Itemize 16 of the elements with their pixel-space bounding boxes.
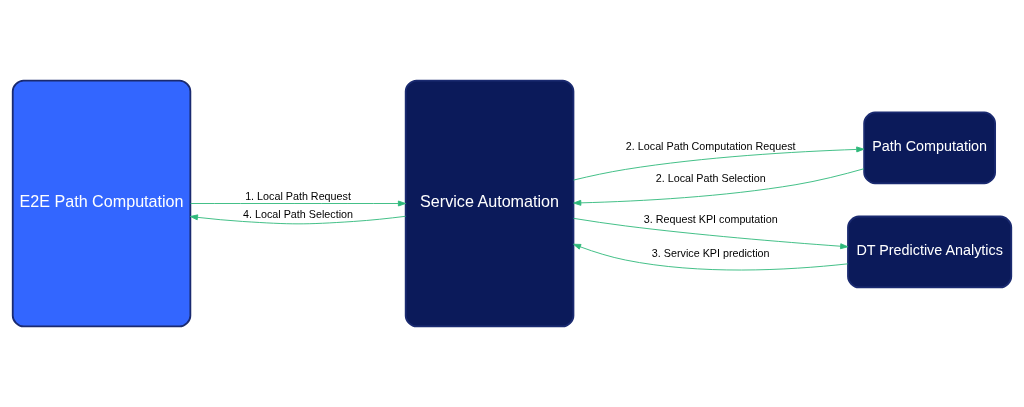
edge-label: 1. Local Path Request [245, 190, 351, 203]
edge-label: 3. Request KPI computation [643, 212, 778, 225]
arrow [190, 200, 406, 207]
arrow [573, 146, 865, 181]
node-box: Service Automation [404, 79, 575, 328]
arrow [573, 168, 865, 206]
edge-label: 4. Local Path Selection [243, 208, 354, 221]
arrow [573, 243, 849, 271]
edge-label: 2. Local Path Selection [655, 171, 766, 184]
arrow [189, 214, 407, 225]
edge-label: 2. Local Path Computation Request [625, 140, 796, 153]
arrow [573, 217, 849, 250]
node-box: E2E Path Computation [11, 79, 192, 328]
node-box: DT Predictive Analytics [847, 215, 1013, 289]
node-box: Path Computation [863, 111, 996, 185]
edge-label: 3. Service KPI prediction [651, 246, 770, 259]
